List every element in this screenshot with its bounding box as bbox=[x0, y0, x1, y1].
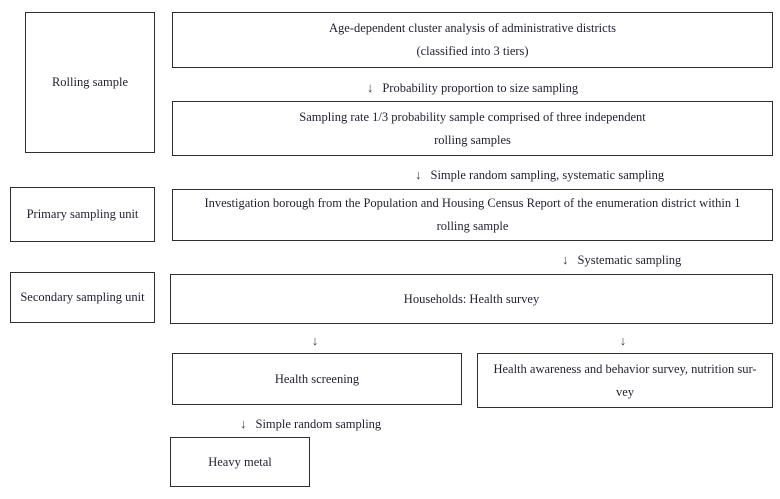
simple-random-sampling-label: Simple random sampling bbox=[255, 417, 382, 431]
simple-random-sampling-step: ↓ Simple random sampling bbox=[240, 416, 381, 432]
secondary-sampling-unit-label: Secondary sampling unit bbox=[20, 290, 145, 304]
health-screening-label: Health screening bbox=[274, 371, 360, 386]
down-arrow-icon: ↓ bbox=[366, 80, 374, 95]
heavy-metal-box: Heavy metal bbox=[170, 437, 310, 487]
primary-sampling-unit-box: Primary sampling unit bbox=[10, 187, 155, 242]
health-awareness-box: Health awareness and behavior survey, nu… bbox=[477, 353, 773, 408]
cluster-analysis-box: Age-dependent cluster analysis of admini… bbox=[172, 12, 773, 68]
down-arrow-icon: ↓ bbox=[311, 333, 319, 348]
simple-random-systematic-label: Simple random sampling, systematic sampl… bbox=[430, 168, 665, 182]
systematic-sampling-step: ↓ Systematic sampling bbox=[562, 252, 681, 268]
sampling-rate-box: Sampling rate 1/3 probability sample com… bbox=[172, 101, 773, 156]
heavy-metal-label: Heavy metal bbox=[208, 454, 272, 469]
investigation-borough-line1: Investigation borough from the Populatio… bbox=[204, 196, 741, 210]
health-screening-box: Health screening bbox=[172, 353, 462, 405]
simple-random-systematic-step: ↓ Simple random sampling, systematic samp… bbox=[415, 167, 664, 183]
down-arrow-icon: ↓ bbox=[415, 167, 422, 182]
cluster-analysis-line2: (classified into 3 tiers) bbox=[416, 44, 529, 58]
health-awareness-line1: Health awareness and behavior survey, nu… bbox=[493, 361, 757, 376]
sampling-rate-line1: Sampling rate 1/3 probability sample com… bbox=[299, 109, 646, 124]
down-arrow-icon: ↓ bbox=[619, 333, 627, 348]
rolling-sample-label: Rolling sample bbox=[51, 75, 129, 89]
investigation-borough-box: Investigation borough from the Populatio… bbox=[172, 189, 773, 241]
sampling-rate-line2: rolling samples bbox=[434, 132, 511, 147]
probability-proportion-step: ↓ Probability proportion to size sampling bbox=[172, 80, 773, 96]
systematic-sampling-label: Systematic sampling bbox=[577, 253, 682, 267]
down-arrow-icon: ↓ bbox=[240, 416, 247, 431]
households-label: Households: Health survey bbox=[403, 291, 540, 306]
investigation-borough-line2: rolling sample bbox=[436, 219, 509, 233]
primary-sampling-unit-label: Primary sampling unit bbox=[26, 207, 139, 221]
down-arrow-icon: ↓ bbox=[562, 252, 569, 267]
cluster-analysis-line1: Age-dependent cluster analysis of admini… bbox=[328, 21, 617, 35]
probability-proportion-label: Probability proportion to size sampling bbox=[382, 81, 579, 95]
households-box: Households: Health survey bbox=[170, 274, 773, 324]
secondary-sampling-unit-box: Secondary sampling unit bbox=[10, 272, 155, 323]
rolling-sample-box: Rolling sample bbox=[25, 12, 155, 153]
health-awareness-line2: vey bbox=[615, 384, 635, 399]
